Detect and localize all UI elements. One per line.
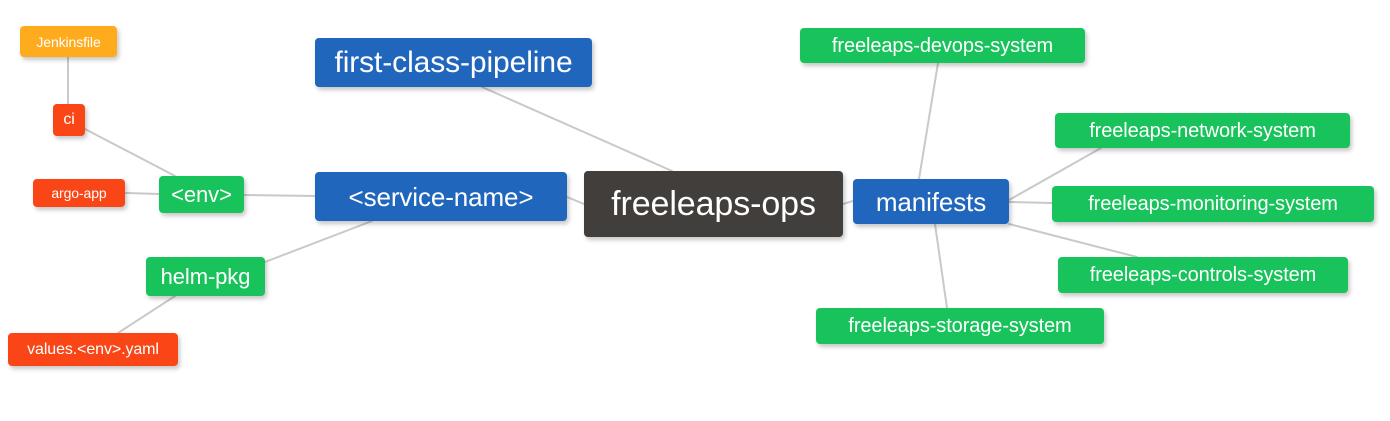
node-label-first-class-pipeline: first-class-pipeline (334, 45, 573, 79)
node-label-values-env-yaml: values.<env>.yaml (27, 340, 159, 358)
node-label-freeleaps-monitoring-system: freeleaps-monitoring-system (1088, 193, 1338, 215)
node-jenkinsfile[interactable]: Jenkinsfile (20, 26, 117, 57)
node-label-freeleaps-network-system: freeleaps-network-system (1089, 119, 1316, 142)
edge-helm-pkg-values (117, 295, 176, 334)
node-label-ci: ci (63, 111, 75, 128)
edge-manifests-monitoring (1008, 201, 1053, 204)
node-label-freeleaps-devops-system: freeleaps-devops-system (831, 34, 1054, 57)
node-first-class-pipeline[interactable]: first-class-pipeline (315, 38, 592, 87)
edge-manifests-controls (1008, 223, 1138, 258)
node-manifests[interactable]: manifests (853, 179, 1009, 224)
edge-ops-first-class-pipeline (481, 86, 673, 172)
node-freeleaps-devops-system[interactable]: freeleaps-devops-system (800, 28, 1085, 63)
node-values-env-yaml[interactable]: values.<env>.yaml (8, 333, 178, 366)
edge-env-argo-app (124, 192, 160, 195)
node-ci[interactable]: ci (53, 104, 85, 136)
node-label-jenkinsfile: Jenkinsfile (36, 33, 101, 50)
node-label-manifests: manifests (875, 186, 987, 217)
node-label-freeleaps-storage-system: freeleaps-storage-system (848, 315, 1072, 337)
edge-ops-service-name (566, 196, 585, 205)
node-label-argo-app: argo-app (51, 185, 107, 201)
node-helm-pkg[interactable]: helm-pkg (146, 257, 265, 296)
node-label-env: <env> (171, 181, 232, 207)
edge-ops-manifests (842, 200, 854, 205)
edge-service-name-helm-pkg (264, 220, 373, 263)
node-label-service-name: <service-name> (348, 181, 534, 212)
node-freeleaps-controls-system[interactable]: freeleaps-controls-system (1058, 257, 1348, 293)
edge-manifests-devops (918, 62, 939, 180)
node-service-name[interactable]: <service-name> (315, 172, 567, 221)
node-freeleaps-ops[interactable]: freeleaps-ops (584, 171, 843, 237)
node-env[interactable]: <env> (159, 176, 244, 213)
node-freeleaps-network-system[interactable]: freeleaps-network-system (1055, 113, 1350, 148)
node-argo-app[interactable]: argo-app (33, 179, 125, 207)
edge-manifests-storage (934, 223, 948, 309)
edge-env-ci (84, 128, 176, 177)
node-freeleaps-monitoring-system[interactable]: freeleaps-monitoring-system (1052, 186, 1374, 222)
node-freeleaps-storage-system[interactable]: freeleaps-storage-system (816, 308, 1104, 344)
edge-service-name-env (243, 194, 316, 197)
node-label-freeleaps-ops: freeleaps-ops (611, 185, 816, 223)
node-label-helm-pkg: helm-pkg (160, 263, 251, 289)
node-label-freeleaps-controls-system: freeleaps-controls-system (1089, 264, 1317, 286)
